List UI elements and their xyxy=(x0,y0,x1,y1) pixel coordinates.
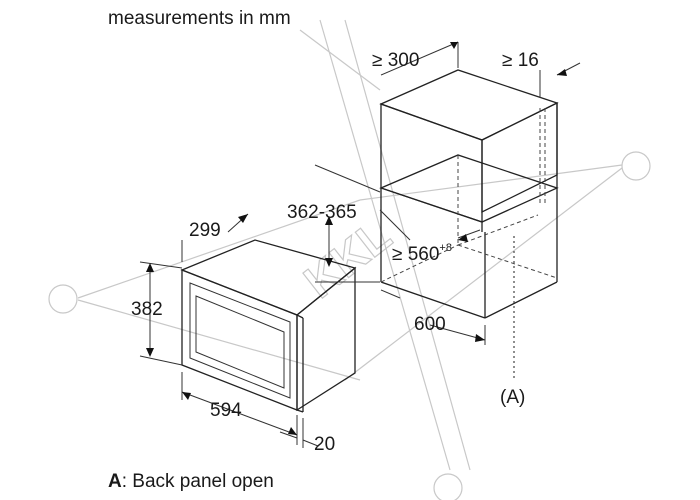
dim-opening-width: ≥ 560+8 xyxy=(392,242,452,265)
dim-appliance-height: 382 xyxy=(131,299,163,320)
appliance xyxy=(180,239,357,413)
back-panel-marker: (A) xyxy=(500,387,525,408)
legend: A: Back panel open xyxy=(108,471,274,492)
dim-cabinet-width: 600 xyxy=(414,314,446,335)
watermark: KKL xyxy=(48,19,651,500)
watermark-circle-left xyxy=(48,284,78,314)
dim-side-gap: ≥ 16 xyxy=(502,50,539,71)
watermark-text: KKL xyxy=(294,209,401,308)
dimension-lines xyxy=(139,41,581,448)
dim-cabinet-depth: ≥ 300 xyxy=(372,50,419,71)
dim-appliance-width: 594 xyxy=(210,400,242,421)
dim-front-depth: 20 xyxy=(314,434,335,455)
dim-opening-height: 362-365 xyxy=(287,202,357,223)
dim-appliance-depth: 299 xyxy=(189,220,221,241)
cabinet xyxy=(379,69,559,380)
dim-opening-width-tolerance: +8 xyxy=(439,242,452,254)
watermark-circle-right xyxy=(621,151,651,181)
legend-key: A xyxy=(108,471,122,492)
watermark-circle-bottom xyxy=(433,473,463,500)
measurement-note: measurements in mm xyxy=(108,8,291,29)
dim-opening-width-base: ≥ 560 xyxy=(392,244,439,265)
legend-text: : Back panel open xyxy=(122,471,274,492)
